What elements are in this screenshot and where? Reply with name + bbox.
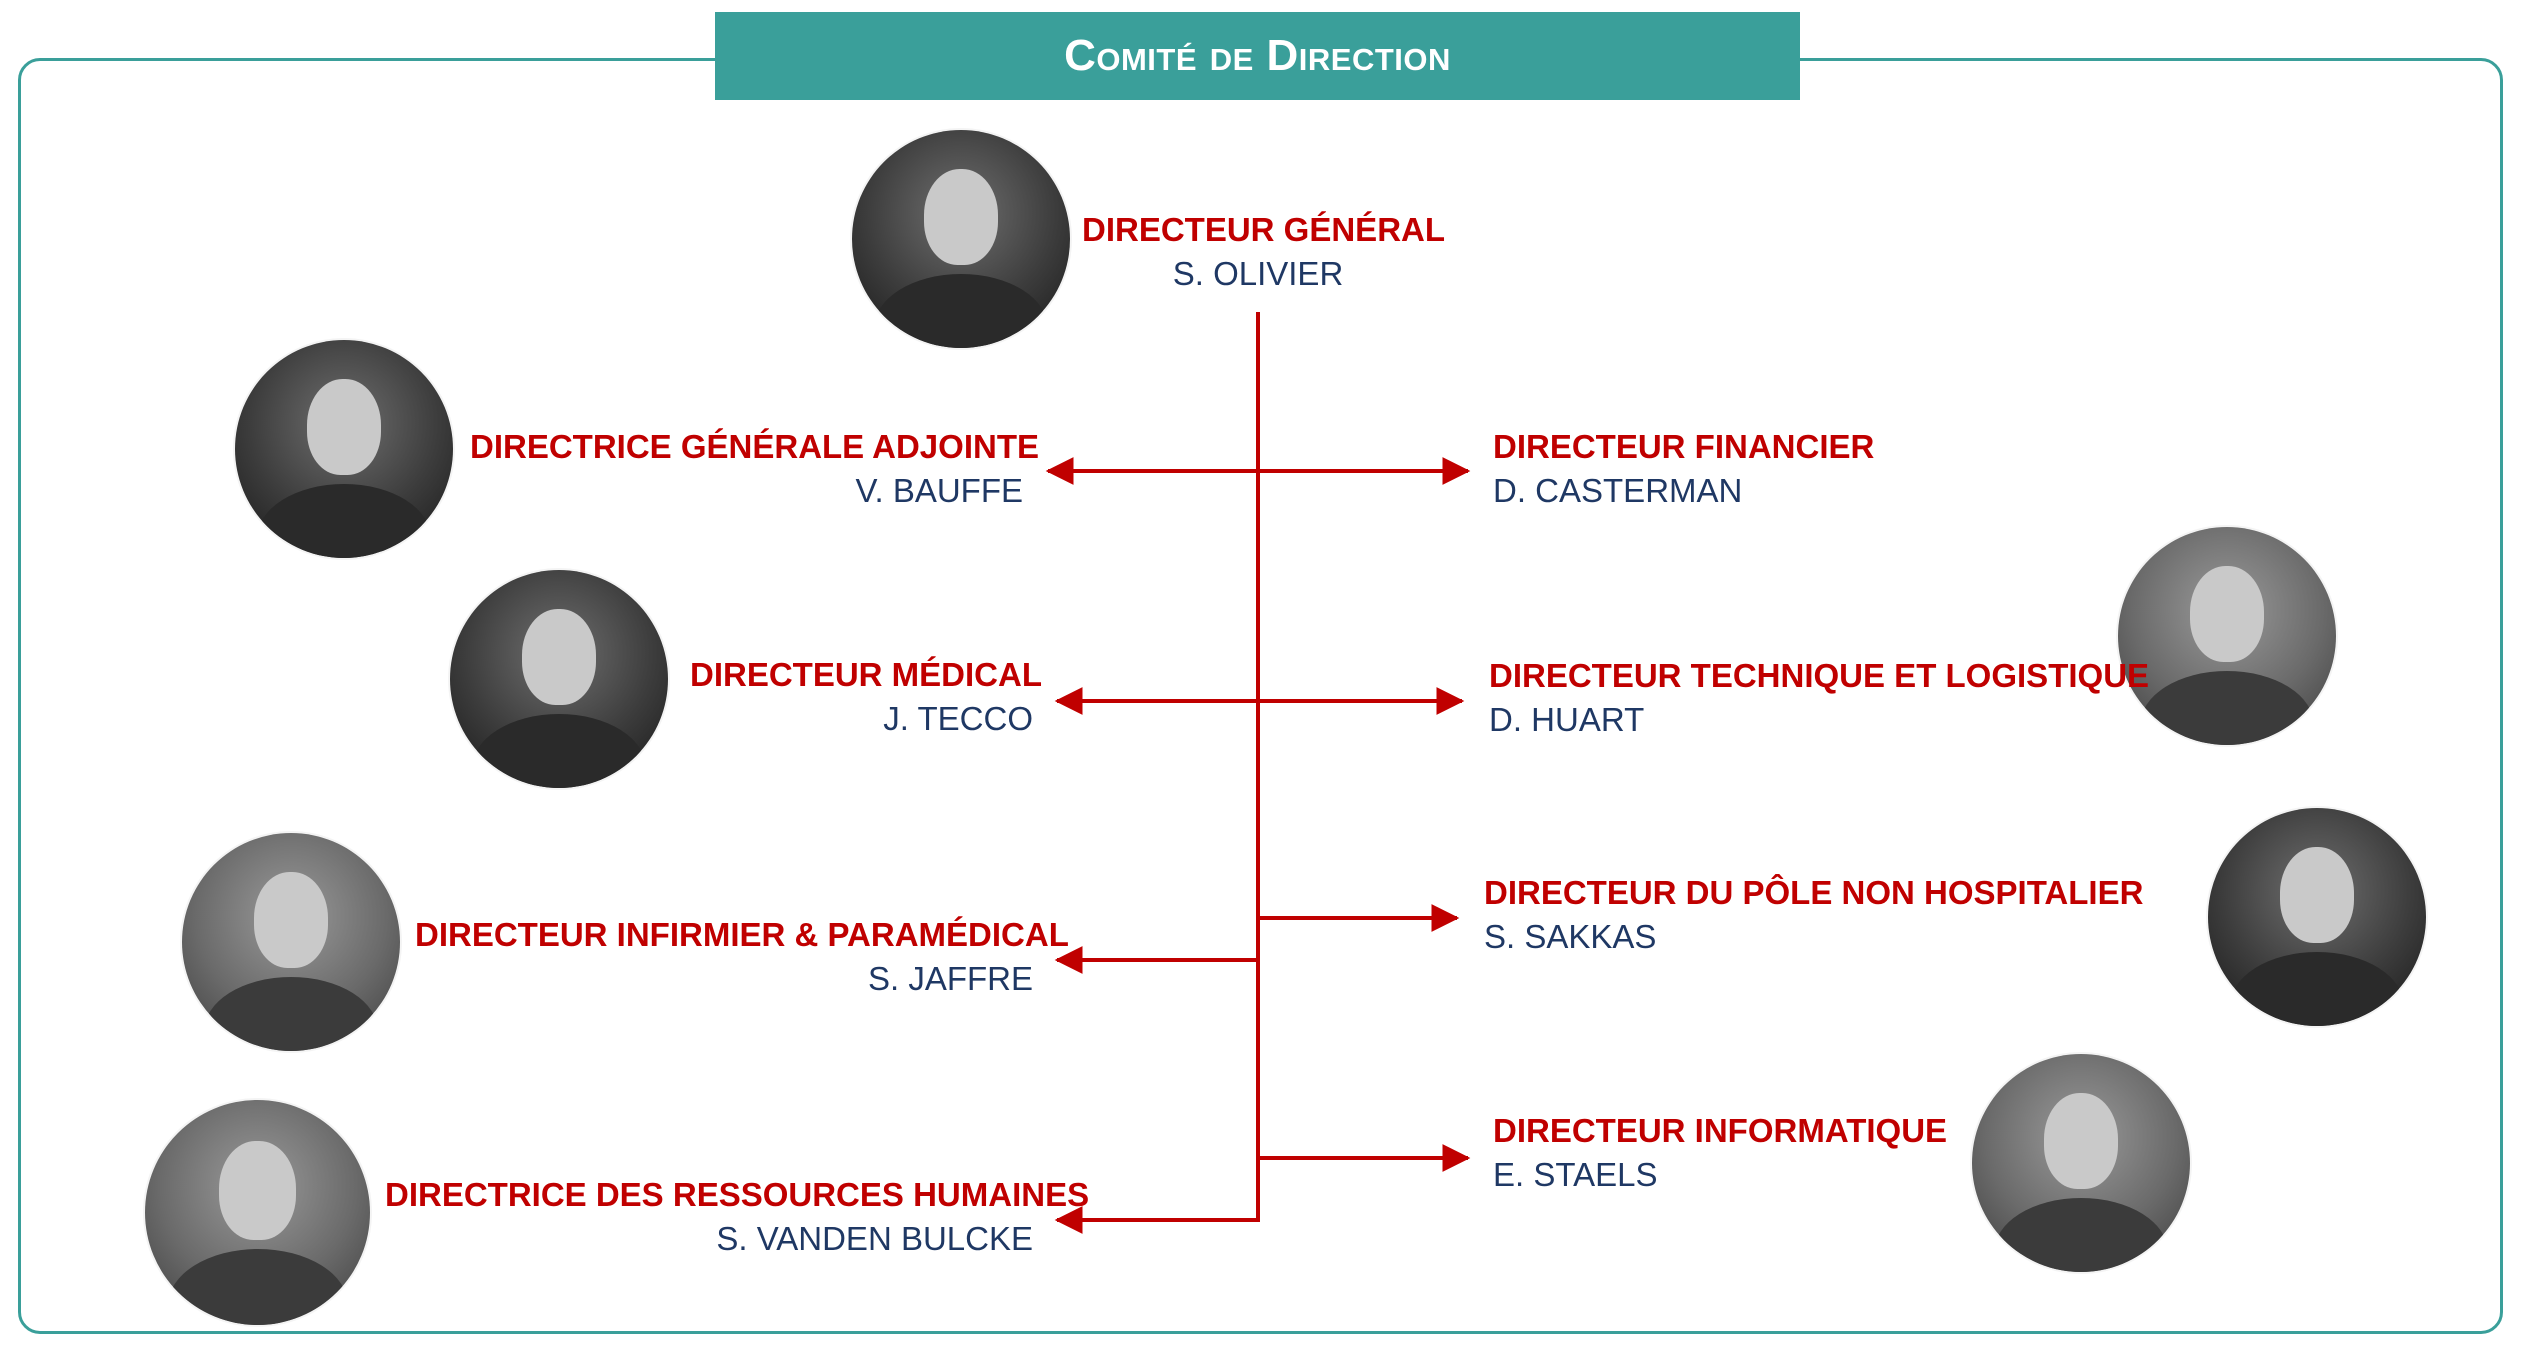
person-name: D. HUART [1489,700,1645,738]
person-name: S. JAFFRE [867,959,1033,997]
member-med: DIRECTEUR MÉDICAL J. TECCO [690,655,1042,738]
portrait-med [450,570,668,788]
role-title: DIRECTRICE DES RESSOURCES HUMAINES [385,1176,1090,1213]
role-title: DIRECTRICE GÉNÉRALE ADJOINTE [470,428,1039,465]
person-name: S. VANDEN BULCKE [716,1219,1033,1257]
portrait-rh [145,1100,370,1325]
person-name: E. STAELS [1493,1155,1658,1193]
portrait-pole [2208,808,2426,1026]
portrait-inf [182,833,400,1051]
person-name: J. TECCO [883,699,1033,737]
person-name: D. CASTERMAN [1493,471,1743,509]
role-title: DIRECTEUR MÉDICAL [690,656,1042,693]
portrait-tech [2118,527,2336,745]
role-title: DIRECTEUR INFORMATIQUE [1493,1112,1948,1149]
member-tech: DIRECTEUR TECHNIQUE ET LOGISTIQUE D. HUA… [1489,656,2149,739]
member-pole: DIRECTEUR DU PÔLE NON HOSPITALIER S. SAK… [1484,873,2143,956]
member-dg: DIRECTEUR GÉNÉRAL S. OLIVIER [1082,210,1446,293]
person-name: V. BAUFFE [855,471,1024,509]
role-title: DIRECTEUR GÉNÉRAL [1082,211,1446,248]
member-inf: DIRECTEUR INFIRMIER & PARAMÉDICAL S. JAF… [415,915,1069,998]
person-name: S. OLIVIER [1172,254,1344,292]
page-title: Comité de Direction [715,12,1800,100]
member-fin: DIRECTEUR FINANCIER D. CASTERMAN [1493,427,1874,510]
role-title: DIRECTEUR FINANCIER [1493,428,1875,465]
member-rh: DIRECTRICE DES RESSOURCES HUMAINES S. VA… [385,1175,1090,1258]
portrait-dg [852,130,1070,348]
portrait-info [1972,1054,2190,1272]
member-info: DIRECTEUR INFORMATIQUE E. STAELS [1493,1111,1947,1194]
person-name: S. SAKKAS [1484,917,1657,955]
portrait-dga [235,340,453,558]
role-title: DIRECTEUR DU PÔLE NON HOSPITALIER [1484,874,2144,911]
role-title: DIRECTEUR INFIRMIER & PARAMÉDICAL [415,916,1069,953]
role-title: DIRECTEUR TECHNIQUE ET LOGISTIQUE [1489,657,2150,694]
member-dga: DIRECTRICE GÉNÉRALE ADJOINTE V. BAUFFE [470,427,1039,510]
